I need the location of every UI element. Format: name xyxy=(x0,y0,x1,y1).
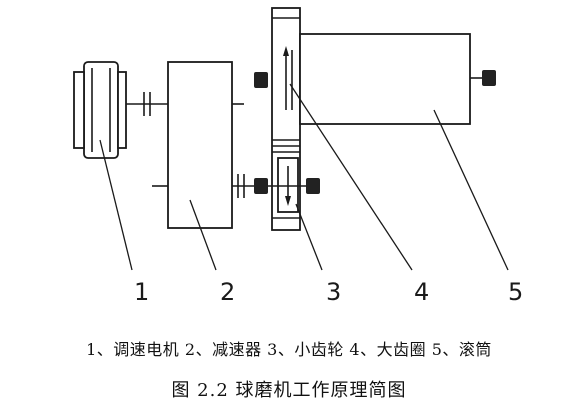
label-motor: 1 xyxy=(134,278,149,306)
motor-coupling xyxy=(126,92,170,116)
label-pinion: 3 xyxy=(326,278,341,306)
label-drum: 5 xyxy=(508,278,523,306)
leader-4 xyxy=(289,83,413,271)
leader-5 xyxy=(433,109,509,271)
reducer xyxy=(152,61,270,229)
drum xyxy=(299,33,471,125)
bearing-drum-end xyxy=(470,70,496,86)
bearing-left-upper xyxy=(254,72,268,88)
label-reducer: 2 xyxy=(220,278,235,306)
leader-3 xyxy=(295,203,323,271)
bearing-right-lower xyxy=(306,178,320,194)
leader-1 xyxy=(99,139,133,271)
pinion xyxy=(270,157,306,213)
label-ring-gear: 4 xyxy=(414,278,429,306)
output-coupling xyxy=(237,174,245,198)
bearing-left-lower xyxy=(254,178,268,194)
leader-2 xyxy=(189,199,217,271)
figure-caption: 图 2.2 球磨机工作原理简图 xyxy=(171,380,407,401)
motor xyxy=(73,61,127,159)
legend: 1、调速电机 2、减速器 3、小齿轮 4、大齿圈 5、滚筒 xyxy=(86,340,492,359)
